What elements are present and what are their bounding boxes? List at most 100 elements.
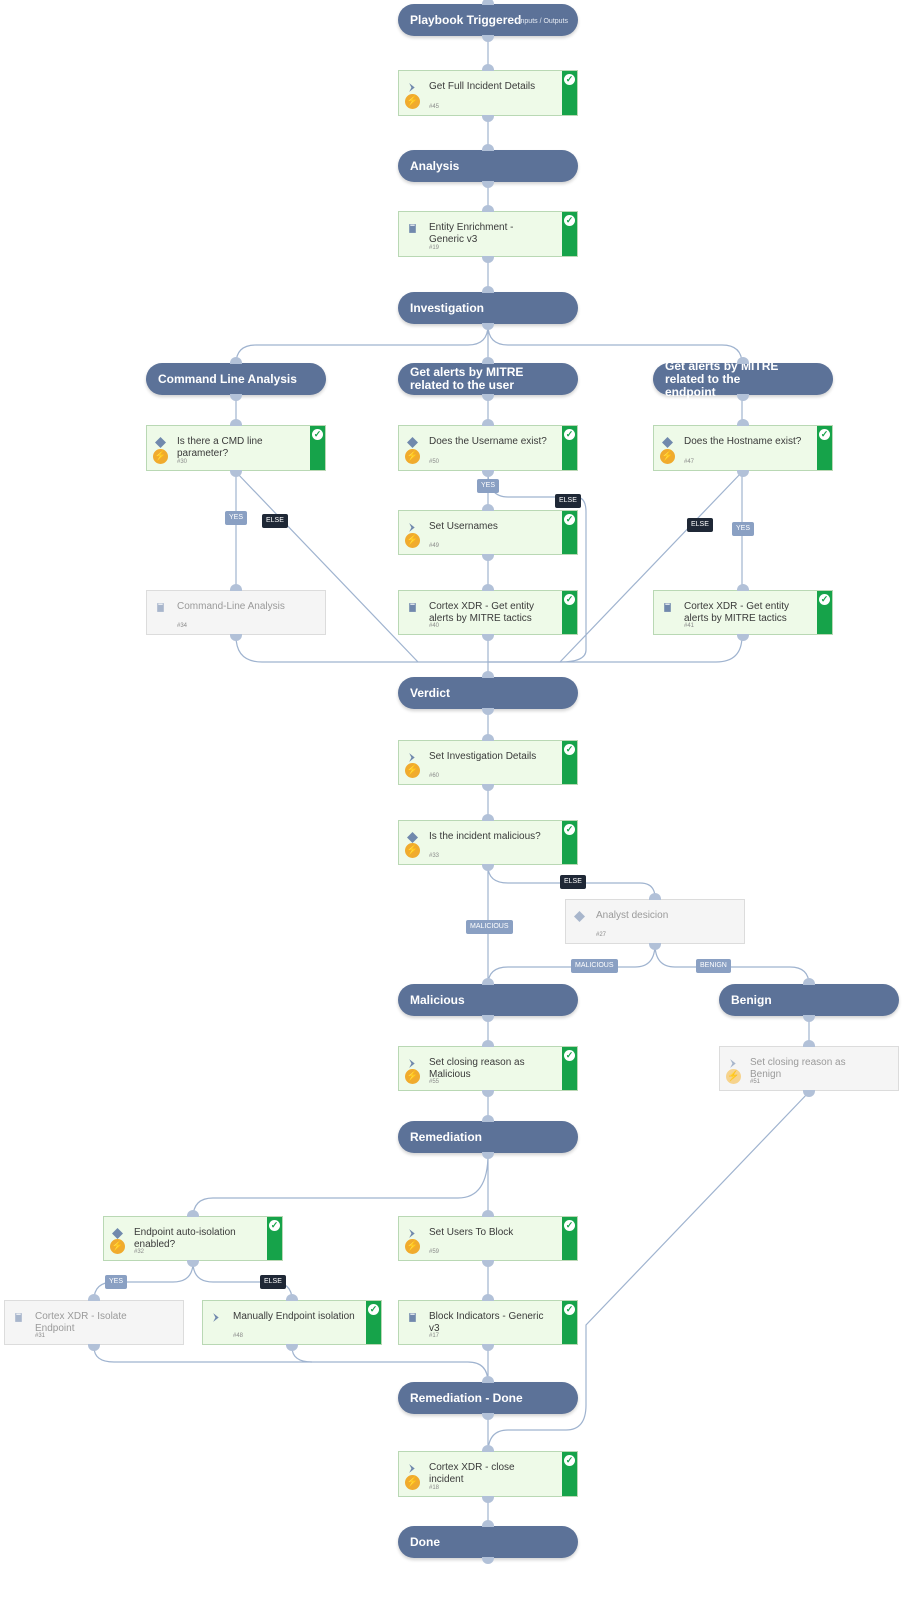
malicious-badge[interactable]: MALICIOUS (466, 920, 513, 934)
output-port[interactable] (482, 554, 494, 561)
set-investigation-details-task[interactable]: Set Investigation Details ⚡ #60 ✓ (398, 740, 578, 785)
input-port[interactable] (230, 357, 242, 364)
yes-badge[interactable]: YES (477, 479, 500, 493)
input-port[interactable] (737, 584, 749, 591)
investigation-section[interactable]: Investigation (398, 292, 578, 324)
analyst-decision-condition[interactable]: Analyst desicion #27 (565, 899, 745, 944)
set-users-to-block-task[interactable]: Set Users To Block ⚡ #59 ✓ (398, 1216, 578, 1261)
input-port[interactable] (482, 671, 494, 678)
input-port[interactable] (482, 734, 494, 741)
cortex-user-alerts-task[interactable]: Cortex XDR - Get entity alerts by MITRE … (398, 590, 578, 635)
cmd-line-parameter-condition[interactable]: Is there a CMD line parameter? ⚡ #30 ✓ (146, 425, 326, 471)
output-port[interactable] (230, 394, 242, 401)
malicious-section[interactable]: Malicious (398, 984, 578, 1016)
output-port[interactable] (737, 470, 749, 477)
output-port[interactable] (737, 634, 749, 641)
yes-badge[interactable]: YES (225, 511, 248, 525)
input-port[interactable] (88, 1294, 100, 1301)
hostname-exist-condition[interactable]: Does the Hostname exist? ⚡ #47 ✓ (653, 425, 833, 471)
else-badge[interactable]: ELSE (262, 514, 288, 528)
else-badge[interactable]: ELSE (560, 875, 586, 889)
get-full-incident-details-task[interactable]: Get Full Incident Details ⚡ #45 ✓ (398, 70, 578, 116)
output-port[interactable] (88, 1344, 100, 1351)
output-port[interactable] (482, 708, 494, 715)
entity-enrichment-task[interactable]: Entity Enrichment - Generic v3 #19 ✓ (398, 211, 578, 257)
malicious-badge[interactable]: MALICIOUS (571, 959, 618, 973)
input-port[interactable] (482, 978, 494, 985)
set-closing-benign-task[interactable]: Set closing reason as Benign ⚡ #51 (719, 1046, 899, 1091)
output-port[interactable] (649, 943, 661, 950)
input-port[interactable] (482, 286, 494, 293)
input-port[interactable] (737, 419, 749, 426)
input-port[interactable] (230, 419, 242, 426)
output-port[interactable] (230, 634, 242, 641)
output-port[interactable] (482, 394, 494, 401)
output-port[interactable] (482, 1152, 494, 1159)
command-line-analysis-task[interactable]: Command-Line Analysis #34 (146, 590, 326, 635)
output-port[interactable] (482, 1496, 494, 1503)
endpoint-auto-isolation-condition[interactable]: Endpoint auto-isolation enabled? ⚡ #32 ✓ (103, 1216, 283, 1261)
input-port[interactable] (649, 893, 661, 900)
input-port[interactable] (482, 1210, 494, 1217)
output-port[interactable] (803, 1090, 815, 1097)
output-port[interactable] (482, 1344, 494, 1351)
input-port[interactable] (482, 1294, 494, 1301)
else-badge[interactable]: ELSE (260, 1275, 286, 1289)
input-port[interactable] (482, 205, 494, 212)
output-port[interactable] (482, 1260, 494, 1267)
output-port[interactable] (482, 323, 494, 330)
input-port[interactable] (482, 1115, 494, 1122)
output-port[interactable] (737, 394, 749, 401)
input-port[interactable] (803, 1040, 815, 1047)
output-port[interactable] (482, 1015, 494, 1022)
mitre-endpoint-section[interactable]: Get alerts by MITRE related to the endpo… (653, 359, 833, 398)
output-port[interactable] (482, 784, 494, 791)
cortex-endpoint-alerts-task[interactable]: Cortex XDR - Get entity alerts by MITRE … (653, 590, 833, 635)
input-port[interactable] (482, 584, 494, 591)
mitre-user-section[interactable]: Get alerts by MITRE related to the user (398, 363, 578, 395)
block-indicators-task[interactable]: Block Indicators - Generic v3 #17 ✓ (398, 1300, 578, 1345)
cortex-close-incident-task[interactable]: Cortex XDR - close incident ⚡ #18 ✓ (398, 1451, 578, 1497)
benign-section[interactable]: Benign (719, 984, 899, 1016)
remediation-section[interactable]: Remediation (398, 1121, 578, 1153)
output-port[interactable] (482, 1413, 494, 1420)
output-port[interactable] (482, 634, 494, 641)
command-line-analysis-section[interactable]: Command Line Analysis (146, 363, 326, 395)
input-port[interactable] (803, 978, 815, 985)
output-port[interactable] (482, 256, 494, 263)
input-port[interactable] (482, 1520, 494, 1527)
input-port[interactable] (482, 64, 494, 71)
output-port[interactable] (482, 35, 494, 42)
input-port[interactable] (187, 1210, 199, 1217)
input-port[interactable] (482, 144, 494, 151)
verdict-section[interactable]: Verdict (398, 677, 578, 709)
output-port[interactable] (482, 864, 494, 871)
input-port[interactable] (482, 1040, 494, 1047)
output-port[interactable] (286, 1344, 298, 1351)
remediation-done-section[interactable]: Remediation - Done (398, 1382, 578, 1414)
else-badge[interactable]: ELSE (687, 518, 713, 532)
input-port[interactable] (482, 0, 494, 5)
manual-endpoint-isolation-task[interactable]: Manually Endpoint isolation #48 ✓ (202, 1300, 382, 1345)
is-incident-malicious-condition[interactable]: Is the incident malicious? ⚡ #33 ✓ (398, 820, 578, 865)
input-port[interactable] (482, 1445, 494, 1452)
output-port[interactable] (482, 1090, 494, 1097)
output-port[interactable] (482, 115, 494, 122)
yes-badge[interactable]: YES (732, 522, 755, 536)
analysis-section[interactable]: Analysis (398, 150, 578, 182)
input-port[interactable] (482, 814, 494, 821)
input-port[interactable] (482, 1376, 494, 1383)
output-port[interactable] (482, 1557, 494, 1564)
done-section[interactable]: Done (398, 1526, 578, 1558)
input-port[interactable] (482, 357, 494, 364)
input-port[interactable] (737, 357, 749, 364)
input-port[interactable] (482, 504, 494, 511)
output-port[interactable] (230, 470, 242, 477)
input-port[interactable] (286, 1294, 298, 1301)
playbook-triggered-node[interactable]: Playbook Triggered Inputs / Outputs (398, 4, 578, 36)
set-usernames-task[interactable]: Set Usernames ⚡ #49 ✓ (398, 510, 578, 555)
cortex-isolate-endpoint-task[interactable]: Cortex XDR - Isolate Endpoint #31 (4, 1300, 184, 1345)
input-port[interactable] (230, 584, 242, 591)
output-port[interactable] (803, 1015, 815, 1022)
input-port[interactable] (482, 419, 494, 426)
